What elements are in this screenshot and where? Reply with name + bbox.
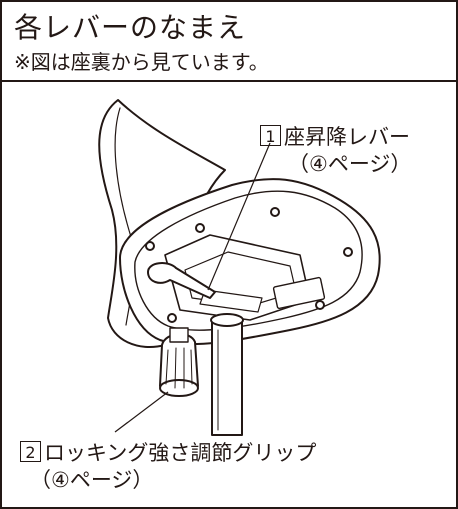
callout-label-1: 座昇降レバー bbox=[284, 125, 410, 149]
panel-title: 各レバーのなまえ bbox=[14, 11, 247, 44]
leader-line-2 bbox=[114, 391, 169, 433]
callout-page-1: （④ページ） bbox=[288, 152, 412, 176]
callout-number-1: 1 bbox=[260, 125, 281, 146]
view-note: ※図は座裏から見ています。 bbox=[14, 50, 269, 74]
callout-label-2: ロッキング強さ調節グリップ bbox=[44, 441, 317, 465]
seat-lift-lever bbox=[147, 262, 216, 299]
title-box: 各レバーのなまえ ※図は座裏から見ています。 bbox=[2, 2, 456, 82]
gas-cylinder bbox=[211, 319, 243, 436]
leader-line-1 bbox=[207, 142, 271, 291]
callout-number-2: 2 bbox=[20, 441, 41, 462]
callout-page-2: （④ページ） bbox=[30, 468, 154, 492]
